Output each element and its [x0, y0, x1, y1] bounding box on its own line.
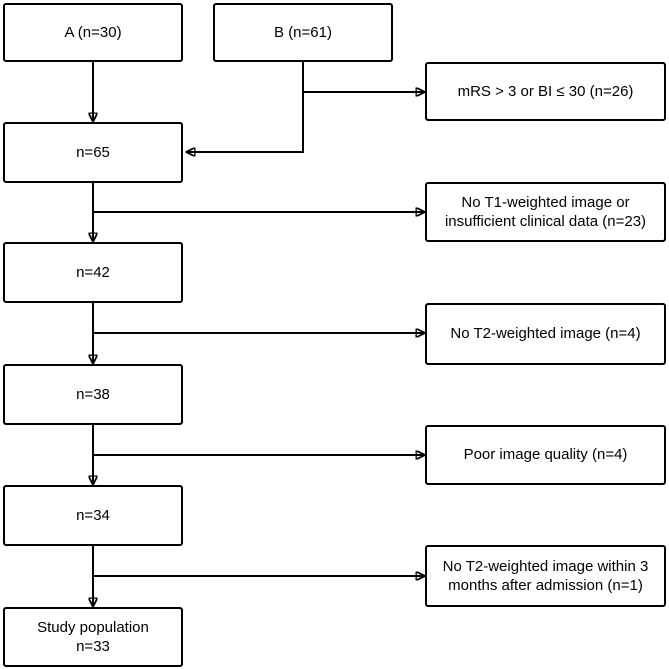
box-exclusion-no-t2: No T2-weighted image (n=4) — [425, 303, 666, 365]
box-cohort-a: A (n=30) — [3, 3, 183, 62]
connector-b-to-n65 — [187, 62, 304, 152]
box-exclusion-poor-quality: Poor image quality (n=4) — [425, 425, 666, 485]
box-cohort-b: B (n=61) — [213, 3, 393, 62]
box-exclusion-no-t1: No T1-weighted image or insufficient cli… — [425, 182, 666, 242]
box-exclusion-no-t2-3months: No T2-weighted image within 3 months aft… — [425, 545, 666, 607]
box-n38: n=38 — [3, 364, 183, 425]
box-exclusion-mrs-bi: mRS > 3 or BI ≤ 30 (n=26) — [425, 62, 666, 121]
box-n65: n=65 — [3, 122, 183, 183]
box-study-population: Study population n=33 — [3, 607, 183, 667]
box-n34: n=34 — [3, 485, 183, 546]
box-n42: n=42 — [3, 242, 183, 303]
